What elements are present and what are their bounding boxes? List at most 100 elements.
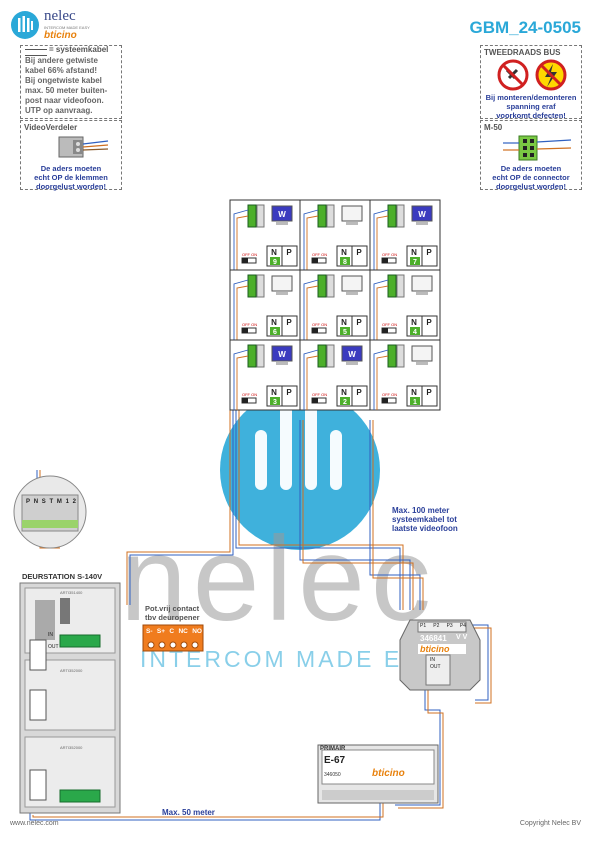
bus-warning-note: voorkomt defecten!	[496, 111, 566, 120]
monitor-number: 6	[273, 329, 277, 336]
monitor-number-badge	[340, 397, 350, 405]
monitor-number: 5	[343, 329, 347, 336]
contact-title-line: Pot.vrij contact	[145, 604, 200, 613]
m50-box: M-50 De aders moeten echt OP de connecto…	[480, 120, 582, 191]
contact-terminal: S-	[146, 628, 153, 635]
bus-warning-box: TWEEDRAADS BUS Bij monteren/demonteren s…	[480, 45, 582, 120]
monitor-terminal-block	[247, 204, 257, 228]
distance-note-line: systeemkabel tot	[392, 515, 457, 524]
power-model: E-67	[324, 755, 346, 766]
distance-note-line: Max. 100 meter	[392, 506, 450, 515]
brand-tagline: INTERCOM MADE EASY	[44, 25, 90, 30]
distributor-in: IN	[430, 657, 435, 663]
monitor-screen-label: W	[278, 210, 286, 219]
contact-terminal: NO	[192, 628, 202, 635]
bus-warning-note: spanning eraf	[506, 102, 556, 111]
monitor-screen	[271, 275, 293, 292]
door-station	[19, 582, 121, 814]
power-supply	[317, 744, 439, 804]
monitor-terminal-block	[247, 344, 257, 368]
monitor-terminal-block	[387, 204, 397, 228]
bus-cable	[235, 410, 401, 610]
contact-terminal: NC	[178, 628, 188, 635]
distributor-model: 346841	[420, 634, 447, 643]
monitor-terminal-block	[317, 344, 327, 368]
cable-note-line: max. 50 meter buiten-	[25, 86, 108, 95]
monitor-terminal-block	[387, 344, 397, 368]
monitor-offon-label: OFF ON	[242, 392, 257, 397]
monitor-number: 3	[273, 399, 277, 406]
monitor-offon-label: OFF ON	[312, 322, 327, 327]
cable-note-line: UTP op aanvraag.	[25, 106, 93, 115]
distributor-port: P4	[459, 623, 466, 629]
distributor-port: P3	[446, 623, 453, 629]
monitor-number-badge	[340, 257, 350, 265]
bus-warning-note: Bij monteren/demonteren	[485, 93, 577, 102]
monitor-number: 8	[343, 259, 347, 266]
m50-note: doorgelust worden!	[496, 182, 566, 191]
monitor-number-badge	[270, 397, 280, 405]
distributor-port: P2	[433, 623, 440, 629]
monitor-number: 1	[413, 399, 417, 406]
video-distributor	[399, 619, 481, 691]
bus-warning-title: TWEEDRAADS BUS	[484, 48, 561, 57]
monitor-p-label: P	[356, 318, 362, 327]
contact-title: Pot.vrij contact tbv deuropener	[145, 604, 200, 622]
monitor-number-badge	[270, 327, 280, 335]
monitor-screen	[341, 345, 363, 362]
monitor-p-label: P	[286, 318, 292, 327]
power-brand: bticino	[372, 768, 405, 779]
monitor-n-label: N	[341, 318, 347, 327]
monitor-p-label: P	[286, 388, 292, 397]
monitor-offon-label: OFF ON	[382, 322, 397, 327]
module-label: ARTI351400	[60, 590, 83, 595]
nelec-logo: nelec INTERCOM MADE EASY bticino	[10, 8, 110, 44]
video-splitter-title: VideoVerdeler	[24, 123, 78, 132]
distributor-vv: V V	[456, 634, 468, 641]
cable-note-line: post naar videofoon.	[25, 96, 104, 105]
monitor-screen	[411, 275, 433, 292]
monitor-number: 9	[273, 259, 277, 266]
monitor-n-label: N	[341, 388, 347, 397]
cable-note-line: Bij andere getwiste	[25, 56, 98, 65]
monitor-screen-label: W	[278, 350, 286, 359]
splitter-note: doorgelust worden!	[36, 182, 106, 191]
terminal-label: P	[26, 499, 31, 505]
footer-copyright: Copyright Nelec BV	[519, 820, 581, 827]
contact-terminals: S- S+ C NC NO	[146, 628, 202, 635]
distributor-ports: P1 P2 P3 P4	[420, 623, 466, 629]
monitor-screen-label: W	[348, 350, 356, 359]
monitor-n-label: N	[411, 388, 417, 397]
terminal-label: T	[49, 499, 54, 505]
contact-block	[142, 624, 204, 652]
terminal-label: M	[56, 499, 62, 505]
module-label: ARTI352000	[60, 668, 83, 673]
monitor-number: 2	[343, 399, 347, 406]
monitor-p-label: P	[356, 388, 362, 397]
monitor-number-badge	[410, 257, 420, 265]
monitor-number-badge	[410, 397, 420, 405]
monitor-n-label: N	[341, 248, 347, 257]
contact-terminal: S+	[156, 628, 166, 635]
power-number: 346050	[324, 772, 341, 778]
monitor-screen	[411, 205, 433, 222]
monitor-n-label: N	[411, 248, 417, 257]
m50-connector-illustration	[503, 135, 572, 161]
monitor-number: 7	[413, 259, 417, 266]
cable-legend-title: = systeemkabel	[49, 45, 109, 54]
monitor-n-label: N	[271, 388, 277, 397]
monitor-n-label: N	[411, 318, 417, 327]
splitter-illustration	[58, 136, 109, 158]
monitor-terminal-block	[247, 274, 257, 298]
terminal-zoom	[13, 475, 87, 549]
distributor-out: OUT	[430, 664, 441, 670]
terminal-label: 2	[72, 499, 76, 505]
monitor-number-badge	[410, 327, 420, 335]
